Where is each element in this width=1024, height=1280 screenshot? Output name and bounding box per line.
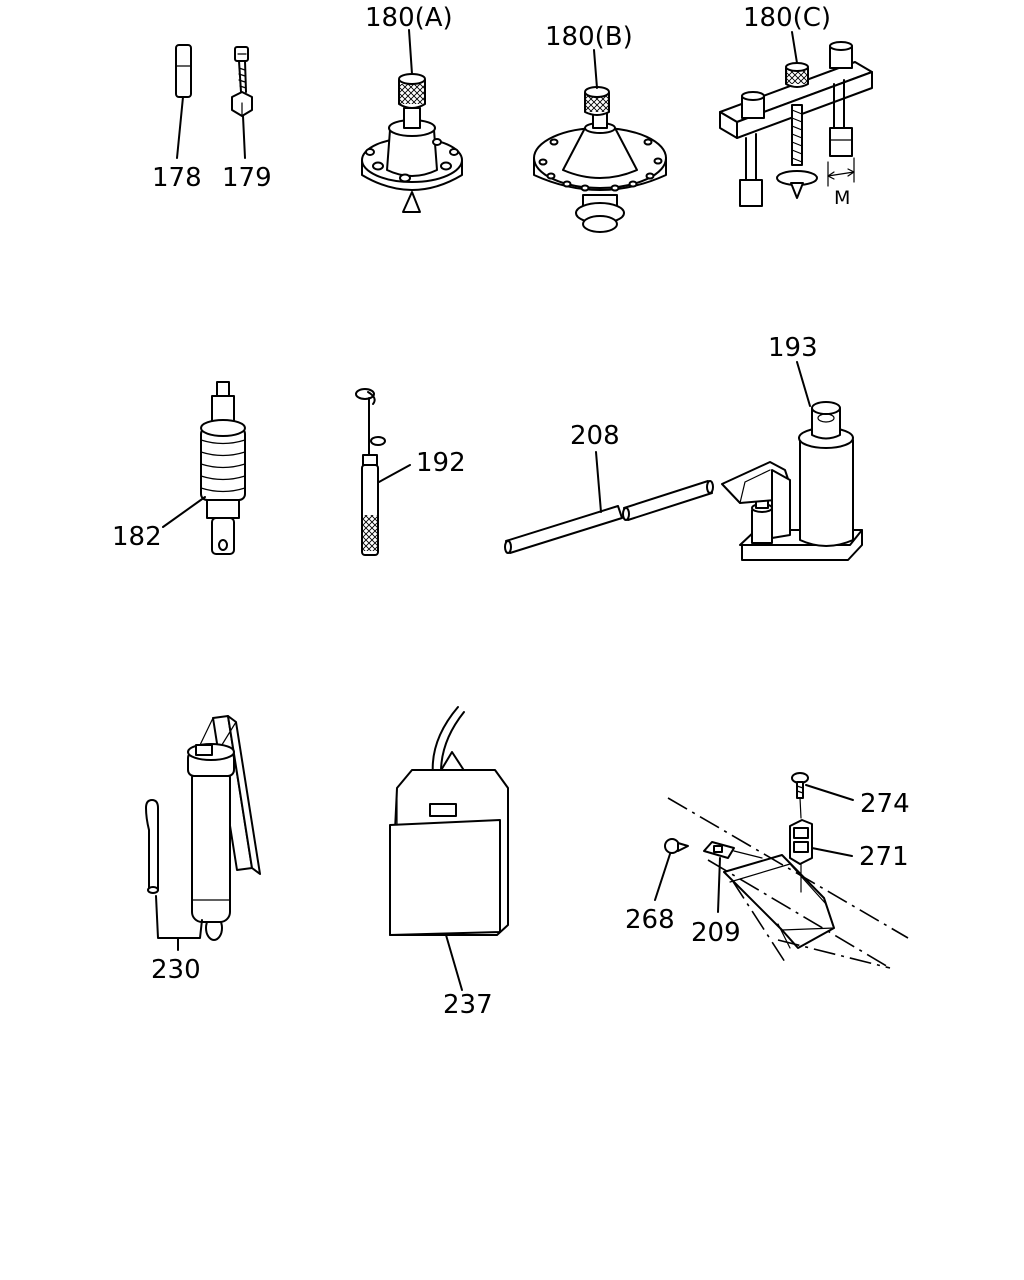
part-180a-tool — [361, 29, 463, 213]
callout-237: 237 — [443, 990, 493, 1020]
part-268-screw — [654, 838, 689, 901]
callout-192: 192 — [416, 448, 466, 478]
part-178-pin — [175, 44, 192, 159]
part-182-tool — [162, 381, 246, 555]
callout-179: 179 — [222, 163, 272, 193]
callout-271: 271 — [859, 842, 909, 872]
part-230-grease-gun — [145, 715, 261, 951]
part-237-box — [389, 706, 509, 991]
callout-230: 230 — [151, 955, 201, 985]
callout-180a: 180(A) — [365, 3, 453, 33]
part-274-screw — [791, 772, 854, 819]
part-180b-tool — [533, 49, 667, 233]
dimension-m-label: M — [834, 187, 850, 209]
mounting-surface — [667, 797, 909, 969]
callout-268: 268 — [625, 905, 675, 935]
callout-209: 209 — [691, 918, 741, 948]
part-179-bolt — [231, 46, 253, 159]
part-208-handle — [504, 451, 714, 554]
callout-178: 178 — [152, 163, 202, 193]
part-209-clip — [703, 841, 763, 913]
callout-180c: 180(C) — [743, 3, 831, 33]
callout-182: 182 — [112, 522, 162, 552]
part-271-clip — [789, 819, 853, 893]
callout-180b: 180(B) — [545, 22, 633, 52]
callout-208: 208 — [570, 421, 620, 451]
callout-193: 193 — [768, 333, 818, 363]
part-192-gauge — [355, 388, 411, 556]
part-193-jack — [721, 361, 863, 561]
callout-274: 274 — [860, 789, 910, 819]
part-180c-puller — [719, 31, 873, 207]
